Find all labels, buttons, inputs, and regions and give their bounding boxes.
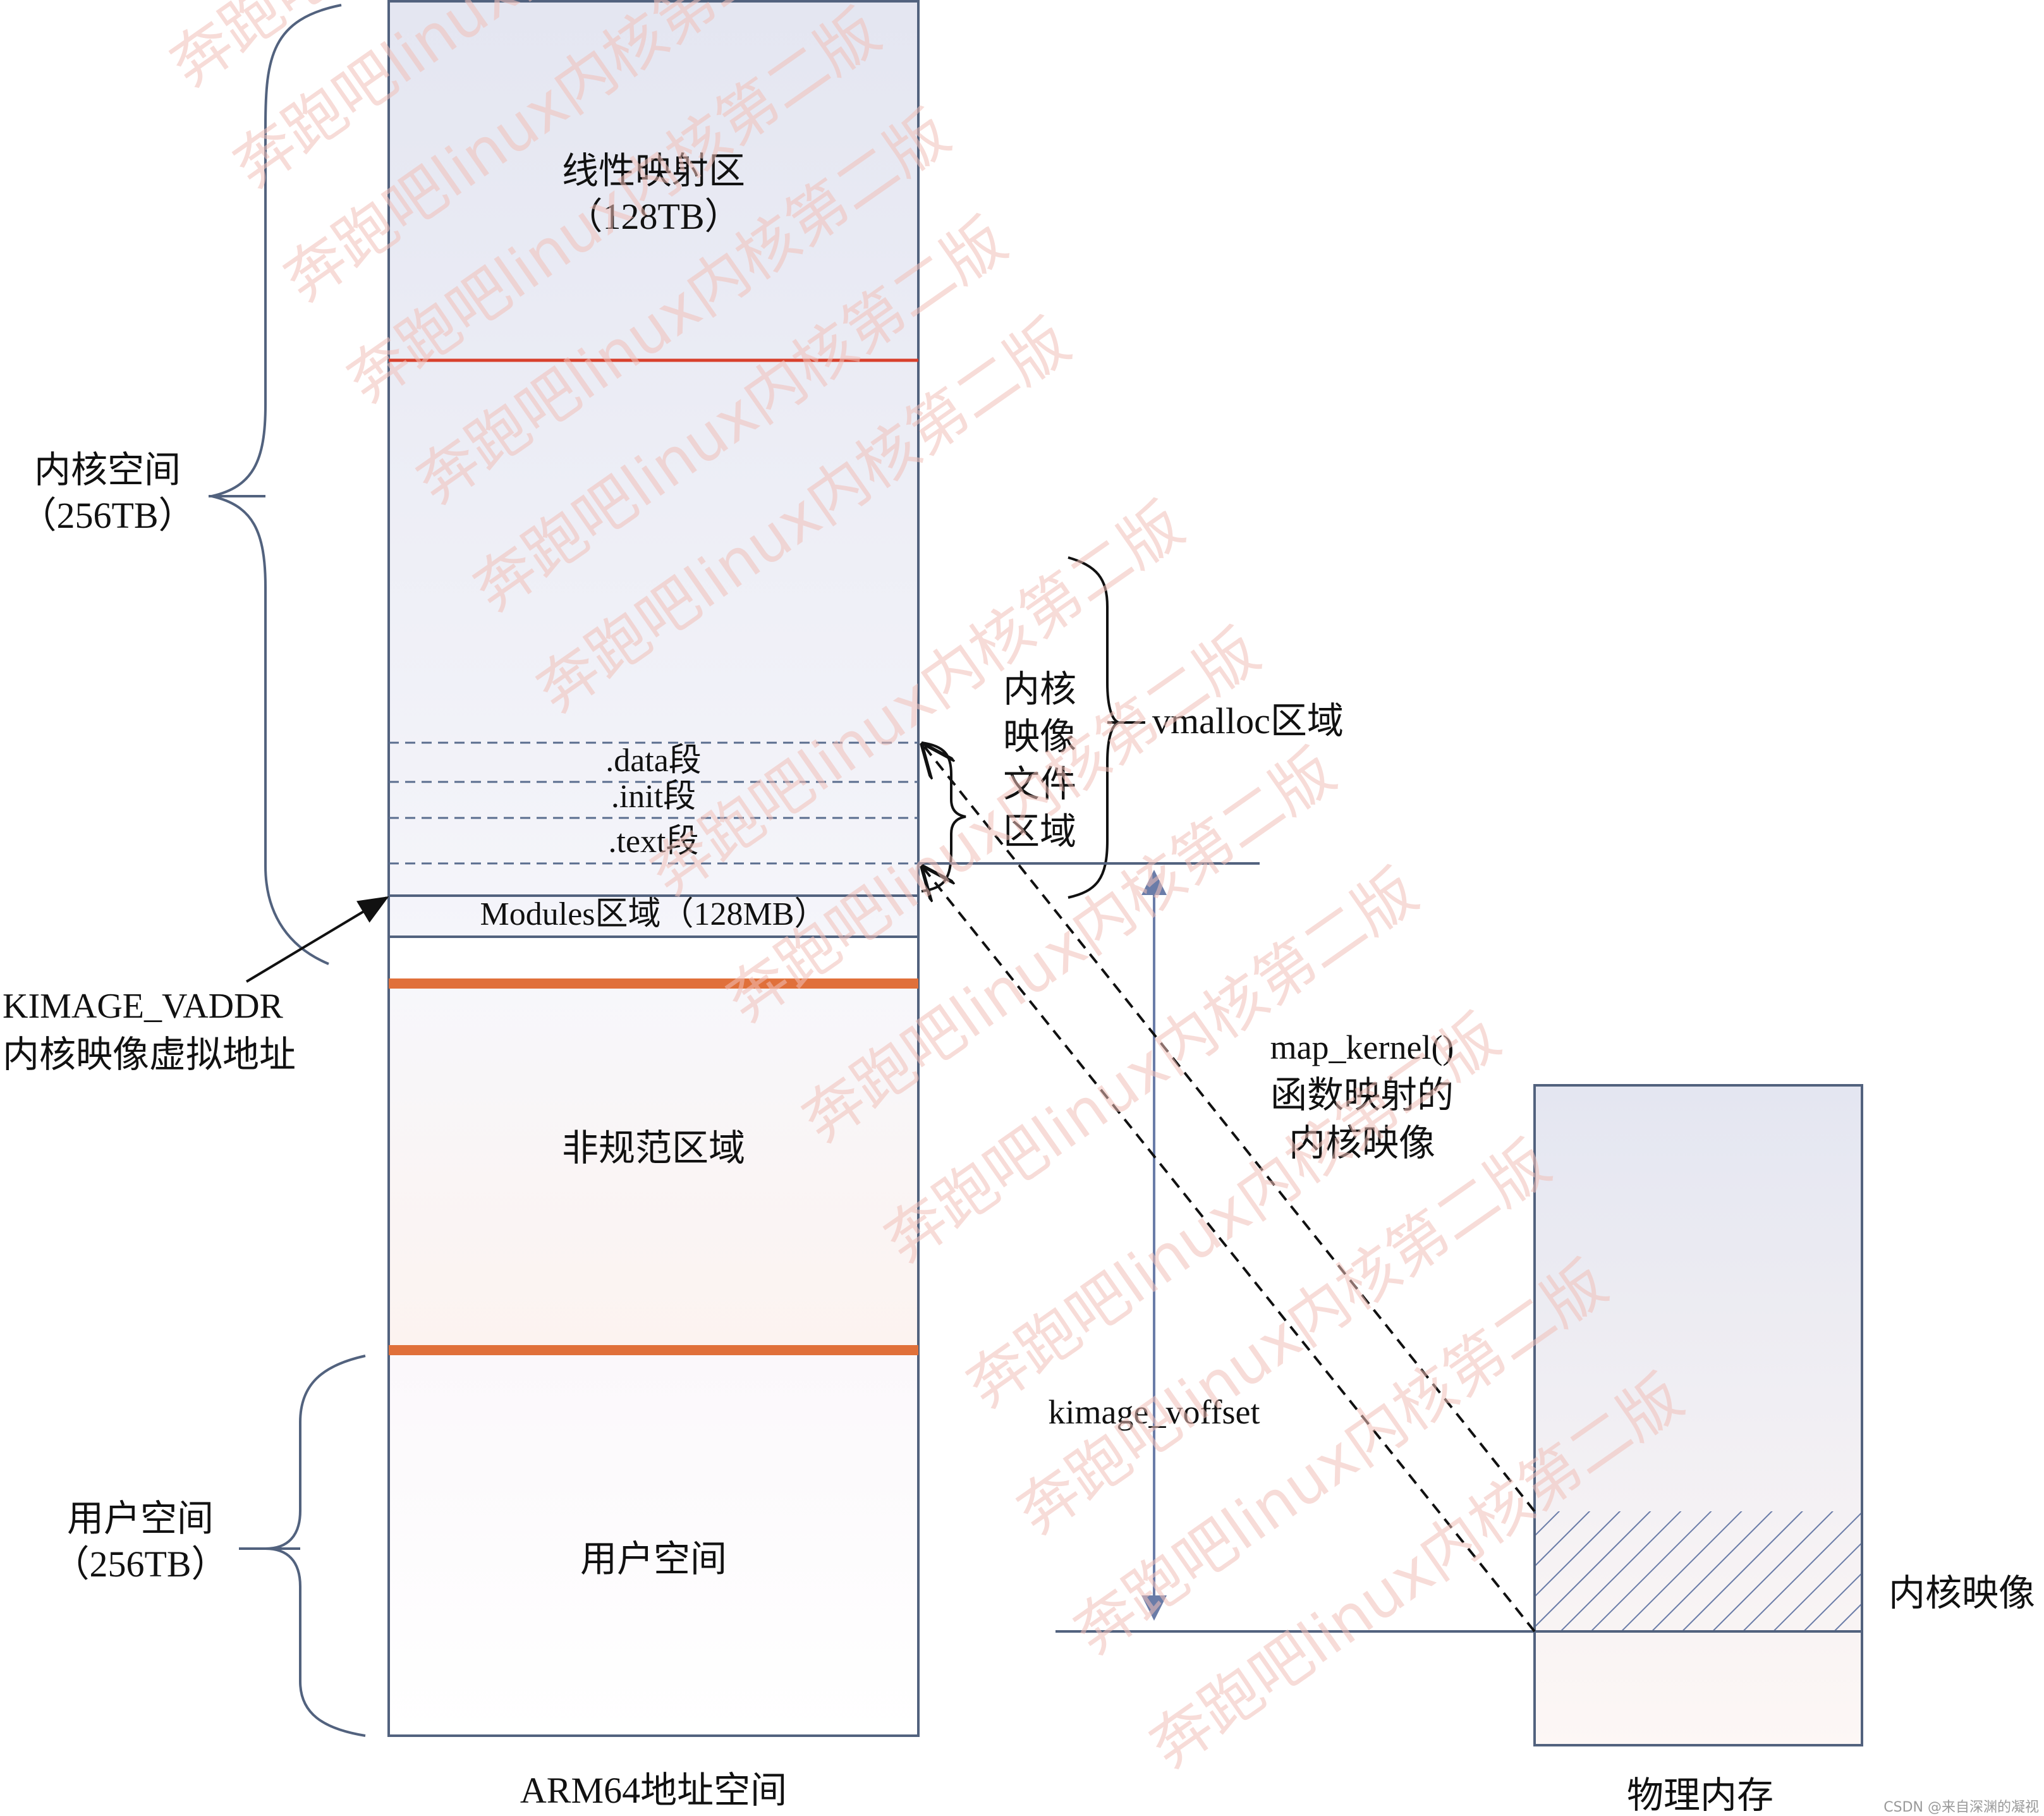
physical-memory-fill — [1535, 1085, 1862, 1745]
modules-label: Modules区域（128MB） — [480, 896, 827, 932]
physical-memory-caption: 物理内存 — [1627, 1775, 1773, 1816]
non-canonical-label: 非规范区域 — [562, 1128, 745, 1169]
kimage-vaddr-arrow — [245, 896, 389, 983]
user-space-name: 用户空间 — [67, 1498, 214, 1539]
kimage-vaddr-desc: 内核映像虚拟地址 — [3, 1034, 296, 1075]
data-seg-label: .data段 — [605, 743, 702, 779]
image-file-line-2: 映像 — [1003, 716, 1076, 757]
image-file-line-3: 文件 — [1003, 764, 1076, 805]
address-space-column — [387, 0, 920, 1737]
map-kernel-desc-1: 函数映射的 — [1270, 1075, 1454, 1116]
user-space-size: （256TB） — [52, 1544, 228, 1585]
physical-memory-outline — [1533, 1084, 1863, 1746]
kernel-space-name: 内核空间 — [34, 449, 181, 491]
mapping-arrow-bottom — [923, 867, 1536, 1633]
footer-credit: CSDN @来自深渊的凝视 — [1883, 1800, 2039, 1815]
kernel-image-label: 内核映像 — [1889, 1573, 2035, 1614]
non-canonical-fill — [389, 984, 918, 1350]
init-seg-label: .init段 — [611, 779, 696, 815]
mapping-arrow-top — [923, 745, 1536, 1513]
user-space-region-label: 用户空间 — [580, 1539, 727, 1580]
kernel-space-fill — [389, 1, 918, 937]
user-space-fill — [389, 1350, 918, 1736]
vmalloc-label: vmalloc区域 — [1152, 700, 1344, 741]
kernel-space-size: （256TB） — [20, 495, 195, 536]
linear-map-size: （128TB） — [566, 196, 741, 237]
kimage-vaddr-label: KIMAGE_VADDR — [3, 987, 284, 1026]
kernel-image-hatch — [1535, 1511, 1862, 1631]
address-space-outline — [387, 0, 920, 1737]
text-seg-label: .text段 — [609, 824, 699, 860]
map-kernel-desc-2: 内核映像 — [1289, 1123, 1435, 1164]
image-file-line-1: 内核 — [1003, 669, 1076, 710]
physical-memory-column — [1055, 1084, 1863, 1746]
address-space-caption: ARM64地址空间 — [520, 1770, 787, 1811]
user-space-brace — [265, 1355, 366, 1737]
map-kernel-func: map_kernel() — [1270, 1028, 1454, 1066]
kimage-voffset-label: kimage_voffset — [1049, 1393, 1260, 1431]
image-file-line-4: 区域 — [1003, 811, 1076, 852]
linear-map-name: 线性映射区 — [562, 150, 745, 192]
